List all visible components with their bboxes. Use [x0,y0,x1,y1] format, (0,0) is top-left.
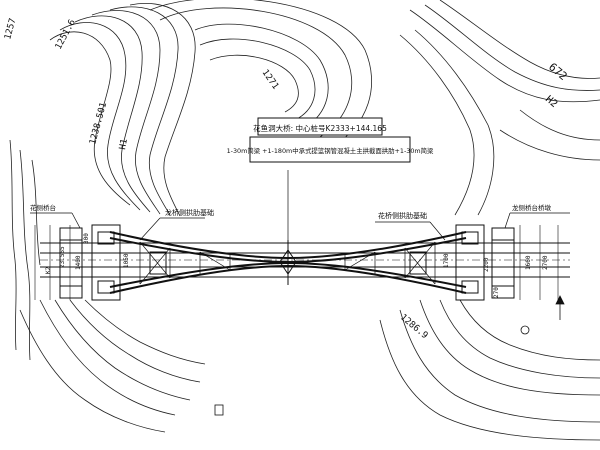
callout-right-arch: 花桥侧拱肋基础 [378,211,427,220]
dim-right-2: 2200 [483,257,490,272]
title-line-1: 花鱼洞大桥: 中心桩号K2333+144.165 [253,123,387,133]
contour-label-8: H1 [118,138,130,150]
contours-top-middle [149,0,372,149]
callout-right-abutment: 龙侧桥台桥墩 [512,203,552,212]
dim-right-1: 1700 [443,253,450,268]
dimension-lines [34,225,559,300]
contours-left-edge [9,139,41,361]
contours-top-left [49,3,196,217]
dim-right-3: 1660 [525,255,532,270]
contours-top-right [399,0,600,216]
dim-left-3: 1050 [123,253,130,268]
title-box: 花鱼洞大桥: 中心桩号K2333+144.165 1-30m简梁 +1-180m… [227,117,434,163]
dim-right-5: 270 [493,287,500,298]
right-foundation [409,224,515,301]
callout-left-arch: 龙桥侧拱肋基础 [165,208,214,217]
dim-right-4: 2700 [542,255,549,270]
survey-markers [214,295,565,416]
dim-left-2: 300 [83,233,90,244]
left-foundation [59,224,167,301]
callout-left-abutment: 花侧桥台 [30,203,56,212]
callout-leaders [30,170,570,250]
contours-bottom-right [379,299,600,441]
contours-bottom-left [19,299,206,433]
dim-left-elev: 23.555 [59,246,66,268]
title-line-2: 1-30m简梁 +1-180m中承式提篮钢管混凝土主拱截面拱肋+1-30m简梁 [227,146,434,155]
dim-left-elev2: K2 [45,266,52,274]
dim-left-1: 1400 [75,255,82,270]
